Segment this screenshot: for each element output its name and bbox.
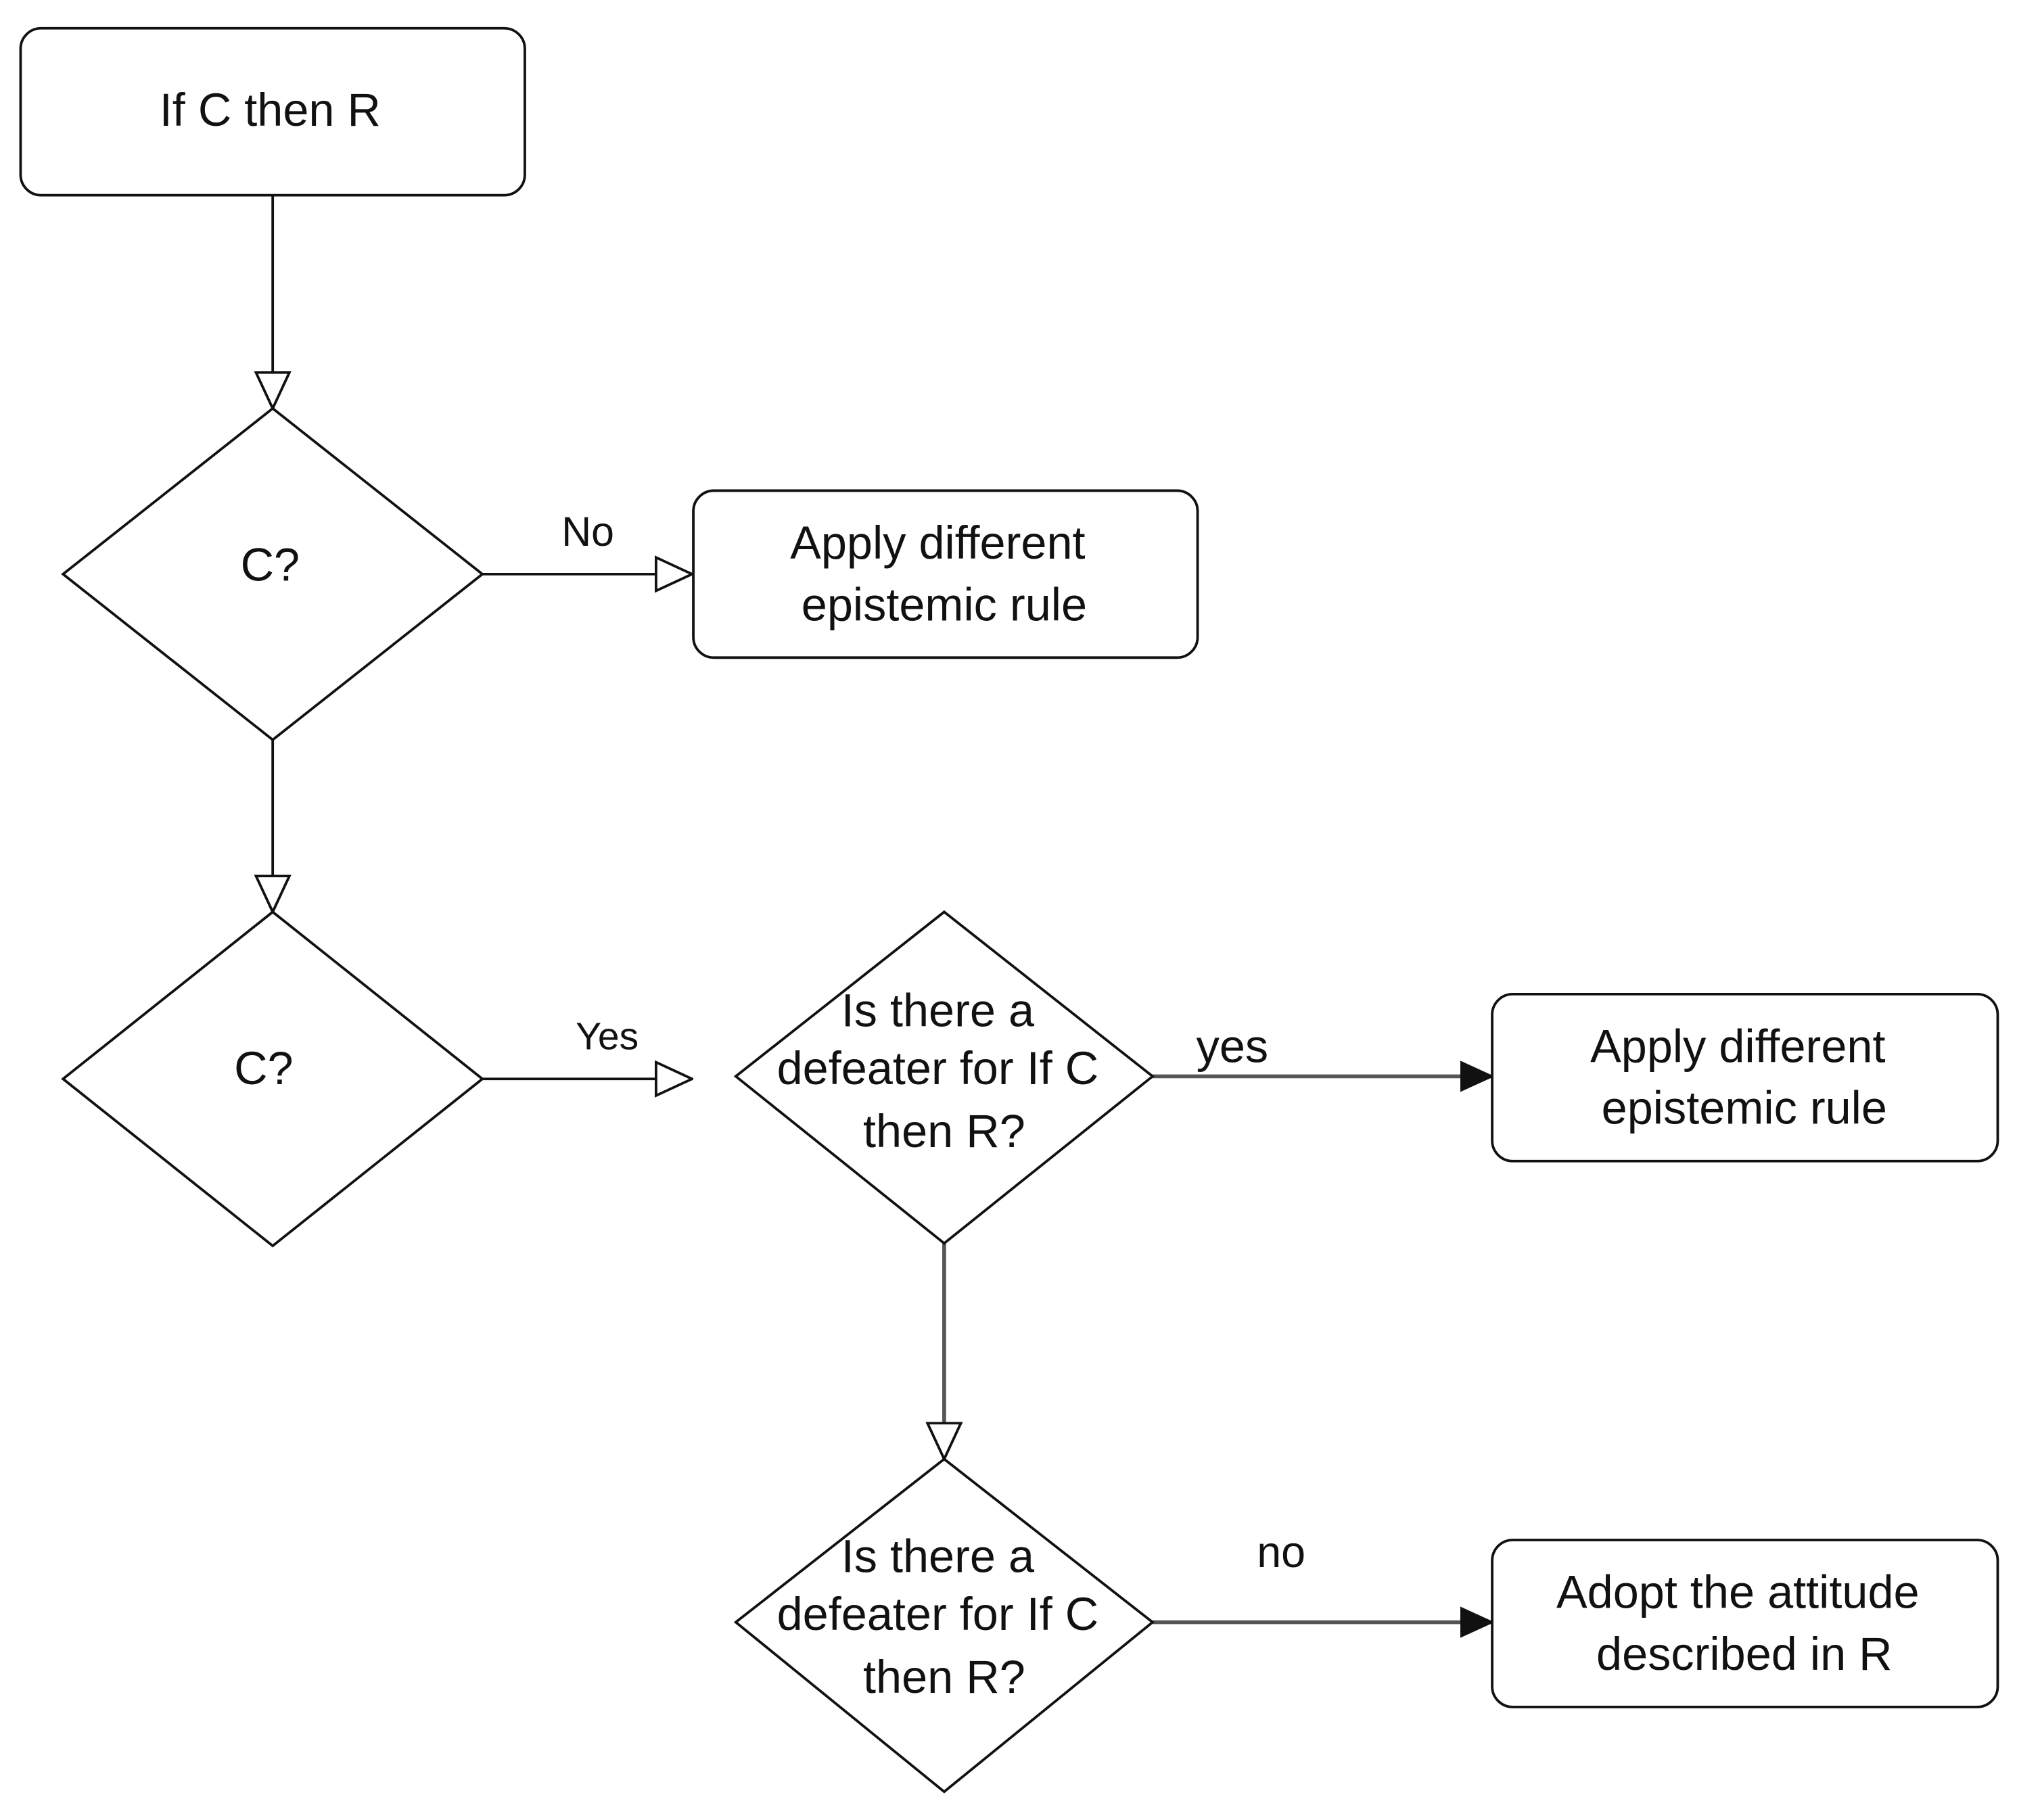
decision-c1-label: C?: [241, 539, 300, 590]
start-label: If C then R: [160, 85, 381, 136]
defeater-no-line-2: defeater for If C: [777, 1589, 1099, 1640]
result-adopt-line-2: described in R: [1596, 1629, 1893, 1680]
result-no-c-label: Apply different epistemic rule: [790, 517, 1098, 630]
decision-defeater-no-diamond: [733, 1457, 1155, 1794]
edge-label-yes-defeater: yes: [1197, 1021, 1269, 1073]
result-defeater-line-2: epistemic rule: [1602, 1083, 1887, 1134]
result-no-c-line-2: epistemic rule: [802, 579, 1087, 630]
result-no-c-box: [692, 489, 1199, 659]
defeater-yes-line-1: Is there a: [841, 985, 1035, 1036]
edge-label-yes-c2: Yes: [576, 1015, 639, 1058]
defeater-no-line-3: then R?: [863, 1652, 1025, 1703]
result-defeater-label: Apply different epistemic rule: [1590, 1021, 1898, 1134]
decision-c2-label: C?: [234, 1043, 294, 1094]
defeater-no-line-1: Is there a: [841, 1531, 1035, 1583]
result-defeater-line-1: Apply different: [1590, 1021, 1885, 1073]
decision-c1-diamond: [61, 406, 485, 742]
result-adopt-box: [1491, 1539, 1999, 1708]
decision-c2-diamond: [61, 910, 485, 1248]
edge-label-no-c1: No: [561, 509, 614, 555]
start-box: [19, 26, 526, 197]
result-defeater-box: [1491, 992, 1999, 1163]
defeater-yes-line-2: defeater for If C: [777, 1043, 1099, 1094]
result-adopt-line-1: Adopt the attitude: [1556, 1567, 1920, 1618]
defeater-yes-line-3: then R?: [863, 1106, 1025, 1157]
decision-defeater-no-label: Is there a defeater for If C then R?: [777, 1531, 1112, 1703]
edge-label-no-defeater: no: [1257, 1528, 1305, 1577]
decision-defeater-yes-diamond: [733, 910, 1155, 1245]
decision-defeater-yes-label: Is there a defeater for If C then R?: [777, 985, 1112, 1157]
result-adopt-label: Adopt the attitude described in R: [1556, 1567, 1932, 1680]
result-no-c-line-1: Apply different: [790, 517, 1085, 569]
